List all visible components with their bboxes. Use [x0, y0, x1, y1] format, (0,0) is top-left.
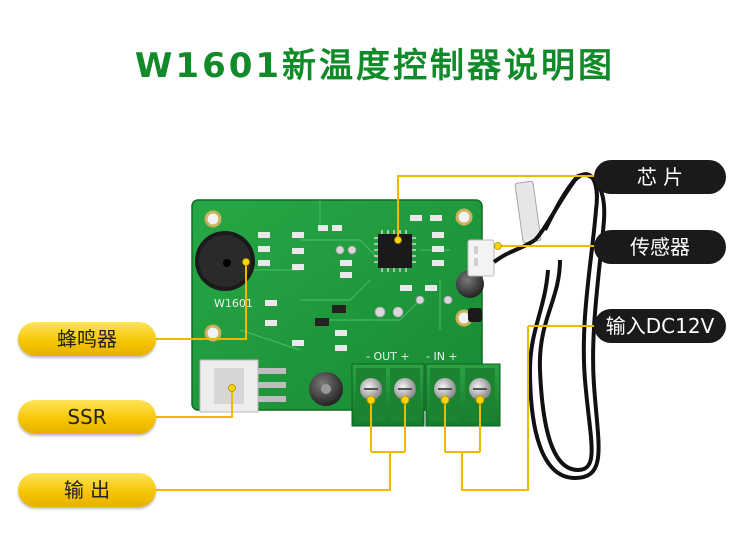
label-buzzer: 蜂鸣器	[18, 322, 156, 356]
label-output: 输 出	[18, 473, 156, 507]
buzzer	[195, 231, 255, 291]
mounting-holes	[204, 208, 473, 342]
label-sensor: 传感器	[594, 230, 726, 264]
label-power-input: 输入DC12V	[594, 309, 726, 343]
mcu-chip	[374, 230, 416, 272]
out-silkscreen: - OUT +	[366, 350, 410, 363]
diodes	[315, 305, 346, 326]
capacitor-small	[456, 270, 484, 298]
label-chip: 芯 片	[594, 160, 726, 194]
model-silkscreen: W1601	[214, 297, 253, 310]
leader-lines	[156, 175, 596, 491]
page-title: W1601新温度控制器说明图	[134, 46, 616, 86]
leader-dots	[228, 236, 502, 405]
in-silkscreen: - IN +	[426, 350, 458, 363]
transistor	[468, 308, 482, 322]
terminal-block-in	[425, 363, 501, 427]
smd-components	[258, 215, 444, 351]
pcb-traces	[239, 200, 450, 351]
label-ssr: SSR	[18, 400, 156, 434]
through-hole-pads	[335, 245, 453, 318]
terminal-block-out	[351, 363, 425, 427]
sensor-connector	[467, 239, 495, 277]
capacitor-large	[309, 372, 343, 406]
